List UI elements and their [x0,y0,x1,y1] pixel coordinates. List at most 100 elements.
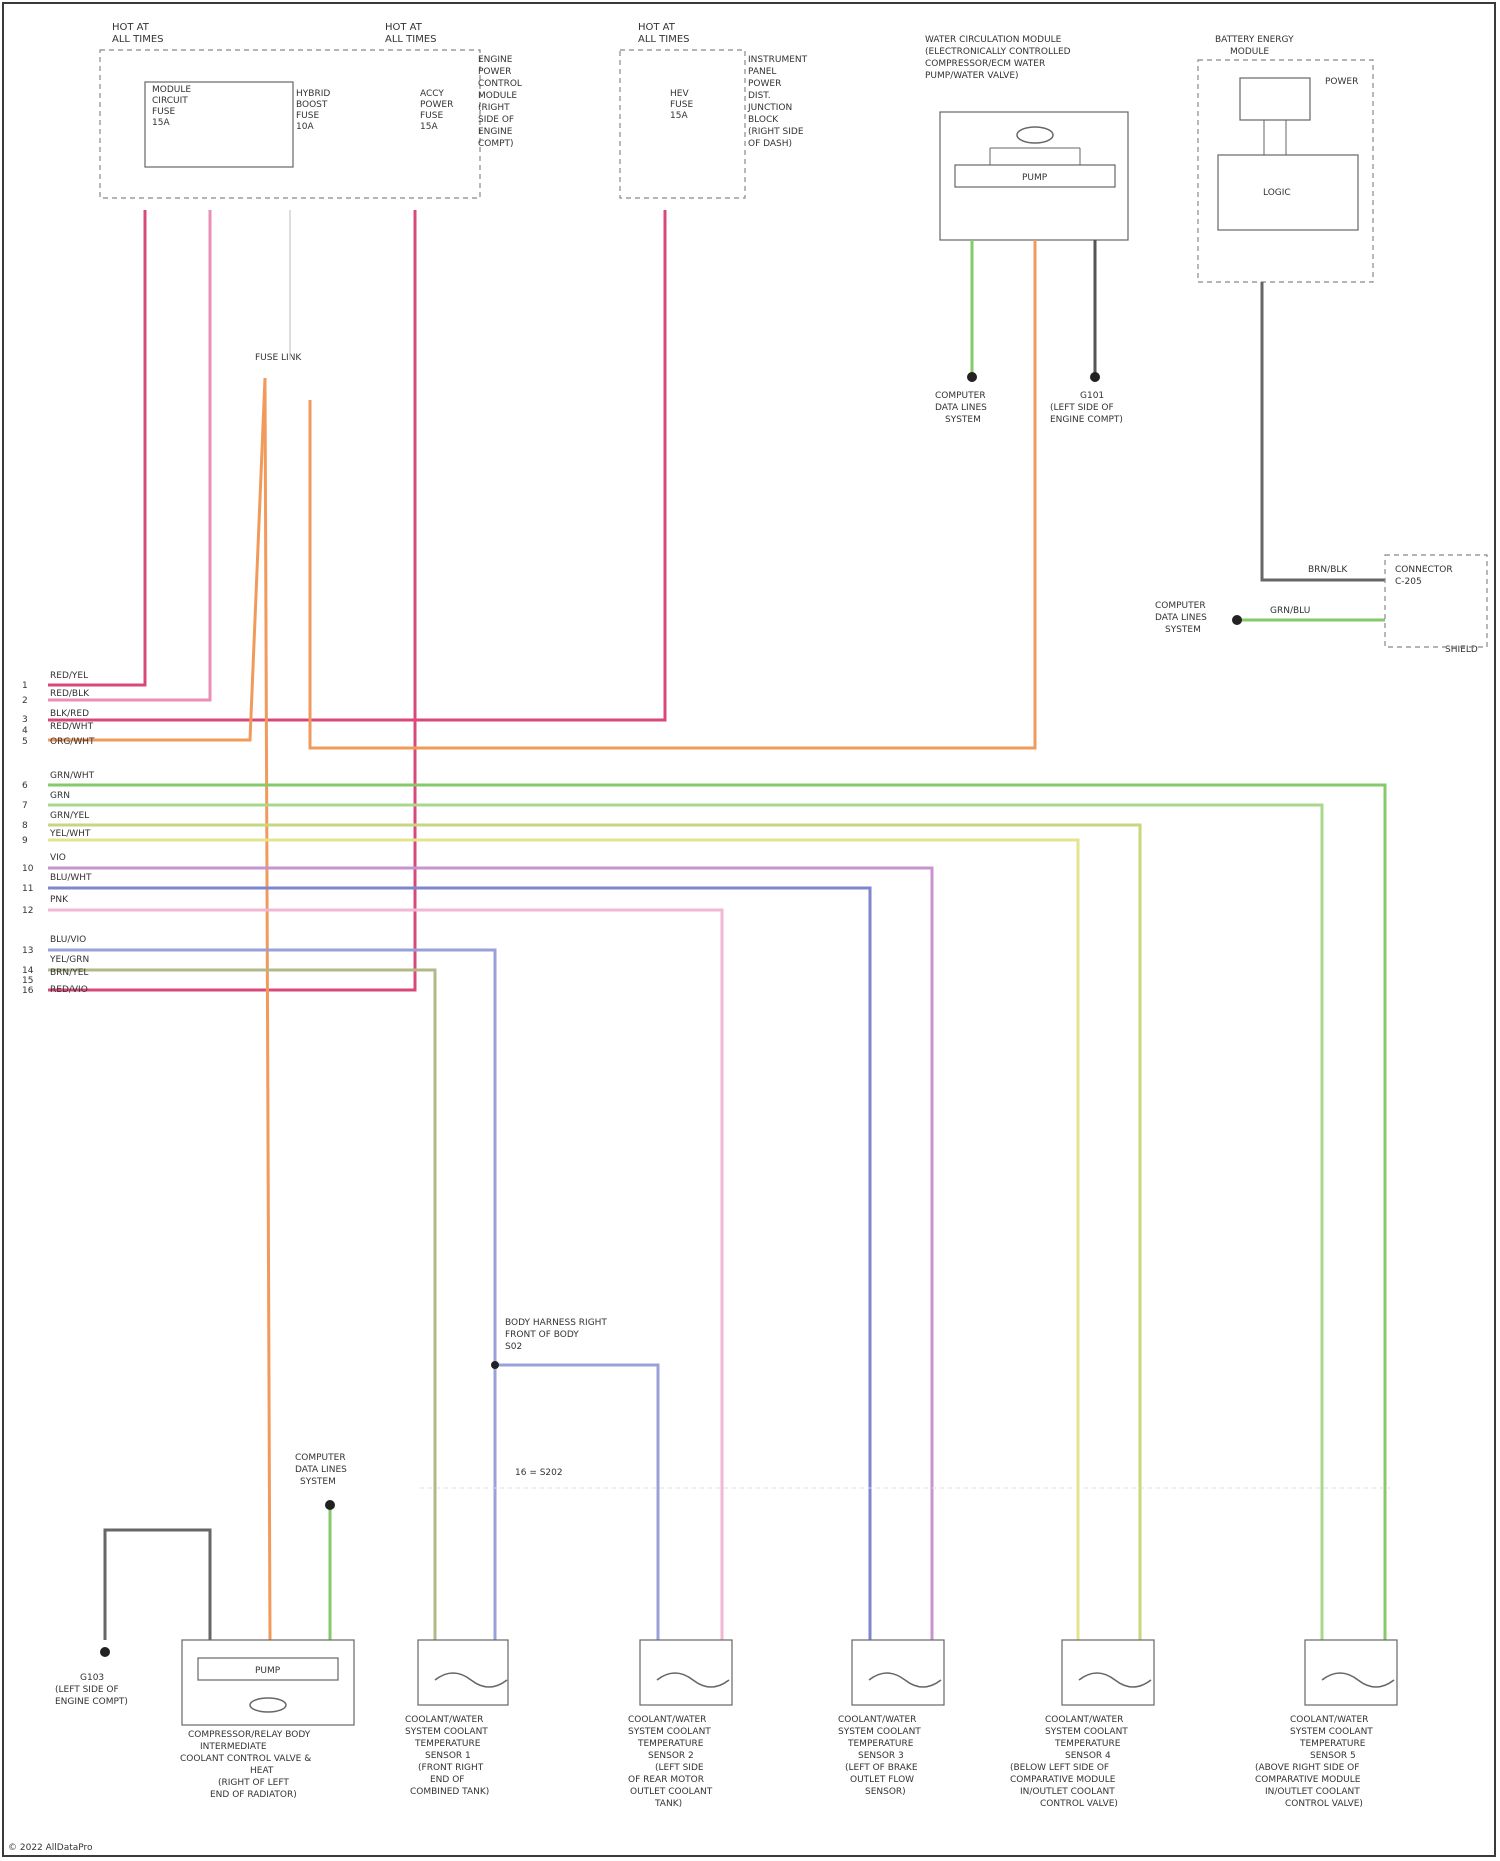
splice-dot-icon [491,1361,499,1369]
fuse-label: MODULE [152,85,191,95]
svg-text:16: 16 [22,986,34,996]
fuse-label: FUSE [296,111,319,121]
svg-text:5: 5 [22,737,28,747]
svg-text:POWER: POWER [748,79,781,89]
svg-text:SENSOR 2: SENSOR 2 [648,1751,694,1761]
svg-text:FRONT OF BODY: FRONT OF BODY [505,1330,579,1340]
svg-text:END OF: END OF [430,1775,464,1785]
svg-text:COMPARATIVE MODULE: COMPARATIVE MODULE [1010,1775,1116,1785]
svg-text:TANK): TANK) [654,1799,682,1809]
module-title: ALL TIMES [385,34,437,45]
wire-violet-10 [48,868,932,1640]
svg-text:RED/BLK: RED/BLK [50,689,90,699]
svg-text:PUMP: PUMP [255,1666,281,1676]
fuse-text-group: MODULE CIRCUIT FUSE 15A HYBRID BOOST FUS… [152,85,453,132]
svg-text:SYSTEM COOLANT: SYSTEM COOLANT [1045,1727,1128,1737]
ground-icon [1090,372,1100,382]
svg-text:(BELOW LEFT SIDE OF: (BELOW LEFT SIDE OF [1010,1763,1109,1773]
wire-blue-13 [48,950,495,1640]
svg-text:OUTLET COOLANT: OUTLET COOLANT [630,1787,713,1797]
svg-text:BODY HARNESS RIGHT: BODY HARNESS RIGHT [505,1318,607,1328]
svg-text:TEMPERATURE: TEMPERATURE [847,1739,914,1749]
component-c2 [418,1640,508,1705]
component-c3 [640,1640,732,1705]
svg-text:PANEL: PANEL [748,67,776,77]
wire-gray-ctrl [1262,282,1385,580]
svg-text:SENSOR 3: SENSOR 3 [858,1751,904,1761]
svg-text:SENSOR 4: SENSOR 4 [1065,1751,1111,1761]
svg-text:VIO: VIO [50,853,66,863]
svg-text:(LEFT OF BRAKE: (LEFT OF BRAKE [845,1763,918,1773]
svg-text:G103: G103 [80,1673,104,1683]
sensor-icon [869,1673,941,1687]
svg-text:ENGINE: ENGINE [478,127,513,137]
svg-text:11: 11 [22,884,33,894]
svg-text:HEV: HEV [670,89,689,99]
svg-text:RED/WHT: RED/WHT [50,722,94,732]
svg-text:SYSTEM COOLANT: SYSTEM COOLANT [838,1727,921,1737]
svg-text:HEAT: HEAT [250,1766,274,1776]
module-hot-3: HOT AT ALL TIMES HEV FUSE 15A INSTRUMENT… [620,22,808,198]
svg-text:ALL TIMES: ALL TIMES [638,34,690,45]
svg-text:(RIGHT: (RIGHT [478,103,510,113]
svg-text:SYSTEM COOLANT: SYSTEM COOLANT [1290,1727,1373,1737]
svg-text:BRN/BLK: BRN/BLK [1308,565,1348,575]
module-title: HOT AT [385,22,423,33]
svg-text:WATER CIRCULATION MODULE: WATER CIRCULATION MODULE [925,35,1062,45]
svg-text:BLU/WHT: BLU/WHT [50,873,92,883]
wire-red-3 [48,210,665,720]
svg-text:COMPUTER: COMPUTER [935,391,986,401]
svg-text:FUSE LINK: FUSE LINK [255,353,302,363]
svg-text:COOLANT/WATER: COOLANT/WATER [1045,1715,1123,1725]
svg-text:MODULE: MODULE [478,91,517,101]
svg-text:END OF RADIATOR): END OF RADIATOR) [210,1790,297,1800]
sensor-icon [1079,1673,1151,1687]
module-note-2: ENGINE POWER CONTROL MODULE (RIGHT SIDE … [478,55,522,149]
wire-red-1 [48,210,145,685]
svg-text:YEL/GRN: YEL/GRN [49,955,89,965]
svg-text:G101: G101 [1080,391,1104,401]
fuse-label: 15A [152,118,170,128]
svg-text:PUMP/WATER VALVE): PUMP/WATER VALVE) [925,71,1019,81]
svg-text:(RIGHT OF LEFT: (RIGHT OF LEFT [218,1778,289,1788]
module-title: HOT AT [112,22,150,33]
svg-text:SENSOR 1: SENSOR 1 [425,1751,471,1761]
fuse-label: 15A [420,122,438,132]
svg-text:SYSTEM COOLANT: SYSTEM COOLANT [628,1727,711,1737]
svg-text:COMPT): COMPT) [478,139,514,149]
water-pump-module: WATER CIRCULATION MODULE (ELECTRONICALLY… [925,35,1128,240]
svg-text:RED/YEL: RED/YEL [50,671,88,681]
svg-text:SIDE OF: SIDE OF [478,115,514,125]
svg-text:TEMPERATURE: TEMPERATURE [637,1739,704,1749]
svg-text:TEMPERATURE: TEMPERATURE [1054,1739,1121,1749]
svg-text:SYSTEM: SYSTEM [1165,625,1201,635]
svg-text:(RIGHT SIDE: (RIGHT SIDE [748,127,804,137]
wire-ygreen-8 [48,825,1140,1640]
fuse-label: 10A [296,122,314,132]
svg-text:HOT AT: HOT AT [638,22,676,33]
svg-text:GRN: GRN [50,791,70,801]
grounds-top: COMPUTER DATA LINES SYSTEM G101 (LEFT SI… [935,372,1123,425]
svg-text:OF REAR MOTOR: OF REAR MOTOR [628,1775,704,1785]
svg-text:PNK: PNK [50,895,69,905]
svg-text:12: 12 [22,906,33,916]
svg-text:ENGINE COMPT): ENGINE COMPT) [1050,415,1123,425]
fuse-label: BOOST [296,100,328,110]
svg-text:MODULE: MODULE [1230,47,1269,57]
svg-text:COMPARATIVE MODULE: COMPARATIVE MODULE [1255,1775,1361,1785]
svg-text:CONTROL VALVE): CONTROL VALVE) [1285,1799,1363,1809]
component-c5 [1062,1640,1154,1705]
svg-text:(ELECTRONICALLY CONTROLLED: (ELECTRONICALLY CONTROLLED [925,47,1071,57]
wire-pink-2 [48,210,210,700]
wire-blue-11 [48,888,870,1640]
component-c6 [1305,1640,1397,1705]
svg-text:GRN/YEL: GRN/YEL [50,811,89,821]
fuse-label: HYBRID [296,89,330,99]
grounds-bottom: G103 (LEFT SIDE OF ENGINE COMPT) COMPUTE… [55,1453,347,1707]
svg-text:DATA LINES: DATA LINES [295,1465,347,1475]
svg-text:COOLANT/WATER: COOLANT/WATER [838,1715,916,1725]
svg-text:GRN/WHT: GRN/WHT [50,771,95,781]
svg-text:BRN/YEL: BRN/YEL [50,968,88,978]
sensor-icon [435,1673,507,1687]
